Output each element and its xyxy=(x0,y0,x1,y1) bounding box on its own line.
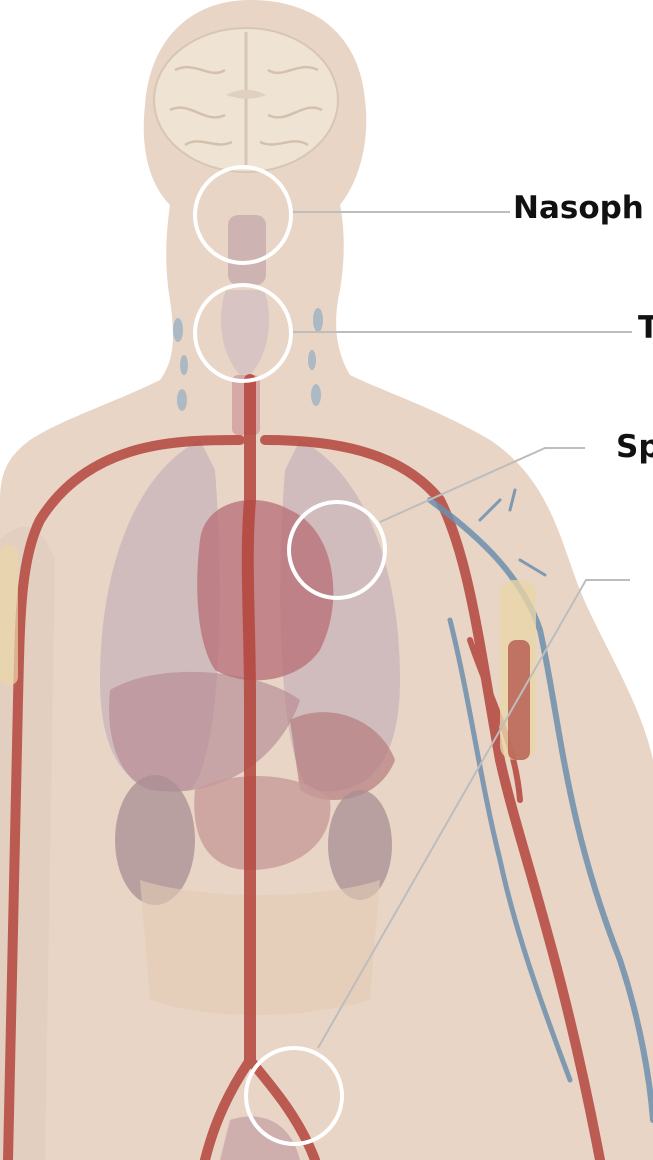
brain xyxy=(154,28,338,172)
label-nasopharynx: Nasoph xyxy=(513,193,644,224)
label-spleen: Sp xyxy=(616,432,653,463)
label-throat: T xyxy=(638,313,653,344)
